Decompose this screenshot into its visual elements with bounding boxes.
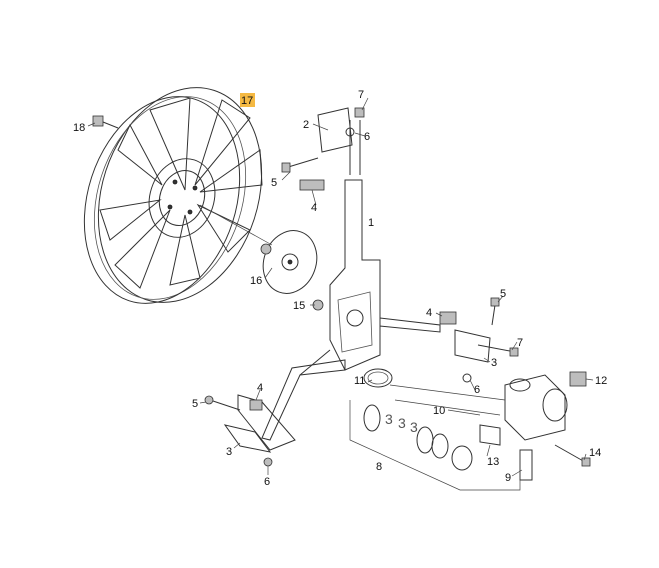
solenoid-valve[interactable] bbox=[389, 374, 568, 441]
right-washer[interactable] bbox=[462, 373, 472, 383]
callout-3-lower[interactable]: 3 bbox=[226, 446, 232, 458]
lower-clamp[interactable] bbox=[223, 424, 272, 453]
callout-13[interactable]: 13 bbox=[487, 456, 499, 468]
callout-12[interactable]: 12 bbox=[595, 375, 607, 387]
right-bushing[interactable] bbox=[439, 311, 457, 325]
support-arm[interactable] bbox=[261, 317, 441, 441]
svg-text:3: 3 bbox=[398, 415, 406, 431]
callout-7[interactable]: 7 bbox=[358, 89, 364, 101]
callout-15[interactable]: 15 bbox=[293, 300, 305, 312]
lower-nut[interactable] bbox=[263, 457, 273, 467]
cooling-fan[interactable] bbox=[59, 66, 288, 323]
callout-2[interactable]: 2 bbox=[303, 119, 309, 131]
callout-4-right[interactable]: 4 bbox=[426, 307, 432, 319]
fan-bolt[interactable] bbox=[92, 115, 119, 129]
upper-bushing[interactable] bbox=[299, 179, 325, 191]
valve-hose[interactable] bbox=[394, 399, 501, 416]
callout-16[interactable]: 16 bbox=[250, 275, 262, 287]
upper-bolt[interactable] bbox=[354, 107, 365, 118]
valve-bolt[interactable] bbox=[554, 444, 591, 467]
lower-bushing[interactable] bbox=[249, 399, 263, 411]
callout-5[interactable]: 5 bbox=[271, 177, 277, 189]
upper-screw[interactable] bbox=[281, 157, 319, 173]
right-bolt[interactable] bbox=[490, 297, 500, 326]
callout-8[interactable]: 8 bbox=[376, 461, 382, 473]
svg-text:3: 3 bbox=[385, 411, 393, 427]
callout-17[interactable]: 17 bbox=[241, 95, 253, 107]
callout-5-right[interactable]: 5 bbox=[500, 288, 506, 300]
callout-10[interactable]: 10 bbox=[433, 405, 445, 417]
svg-text:3: 3 bbox=[410, 419, 418, 435]
callout-18[interactable]: 18 bbox=[73, 122, 85, 134]
valve-fitting[interactable] bbox=[519, 449, 533, 481]
callout-6-right[interactable]: 6 bbox=[474, 384, 480, 396]
plate-nut[interactable] bbox=[260, 243, 272, 255]
right-clamp[interactable] bbox=[454, 329, 491, 363]
lower-screw[interactable] bbox=[204, 395, 241, 411]
callout-17-highlight bbox=[240, 93, 255, 107]
valve-elbow[interactable] bbox=[479, 424, 501, 446]
callout-7-right[interactable]: 7 bbox=[517, 337, 523, 349]
callout-3-right[interactable]: 3 bbox=[491, 357, 497, 369]
callout-9[interactable]: 9 bbox=[505, 472, 511, 484]
callout-14[interactable]: 14 bbox=[589, 447, 601, 459]
callout-4-lower[interactable]: 4 bbox=[257, 382, 263, 394]
callout-6-lower[interactable]: 6 bbox=[264, 476, 270, 488]
callout-1[interactable]: 1 bbox=[368, 217, 374, 229]
callout-4[interactable]: 4 bbox=[311, 202, 317, 214]
upper-washer[interactable] bbox=[345, 127, 355, 137]
callout-6[interactable]: 6 bbox=[364, 131, 370, 143]
connector-plug[interactable] bbox=[569, 371, 587, 387]
callout-5-lower[interactable]: 5 bbox=[192, 398, 198, 410]
main-bracket[interactable] bbox=[317, 107, 381, 371]
right-screw[interactable] bbox=[477, 344, 519, 357]
callout-11[interactable]: 11 bbox=[354, 375, 365, 387]
gasket-set[interactable]: 3 3 3 bbox=[349, 400, 521, 491]
clamp-ring[interactable] bbox=[363, 368, 393, 388]
